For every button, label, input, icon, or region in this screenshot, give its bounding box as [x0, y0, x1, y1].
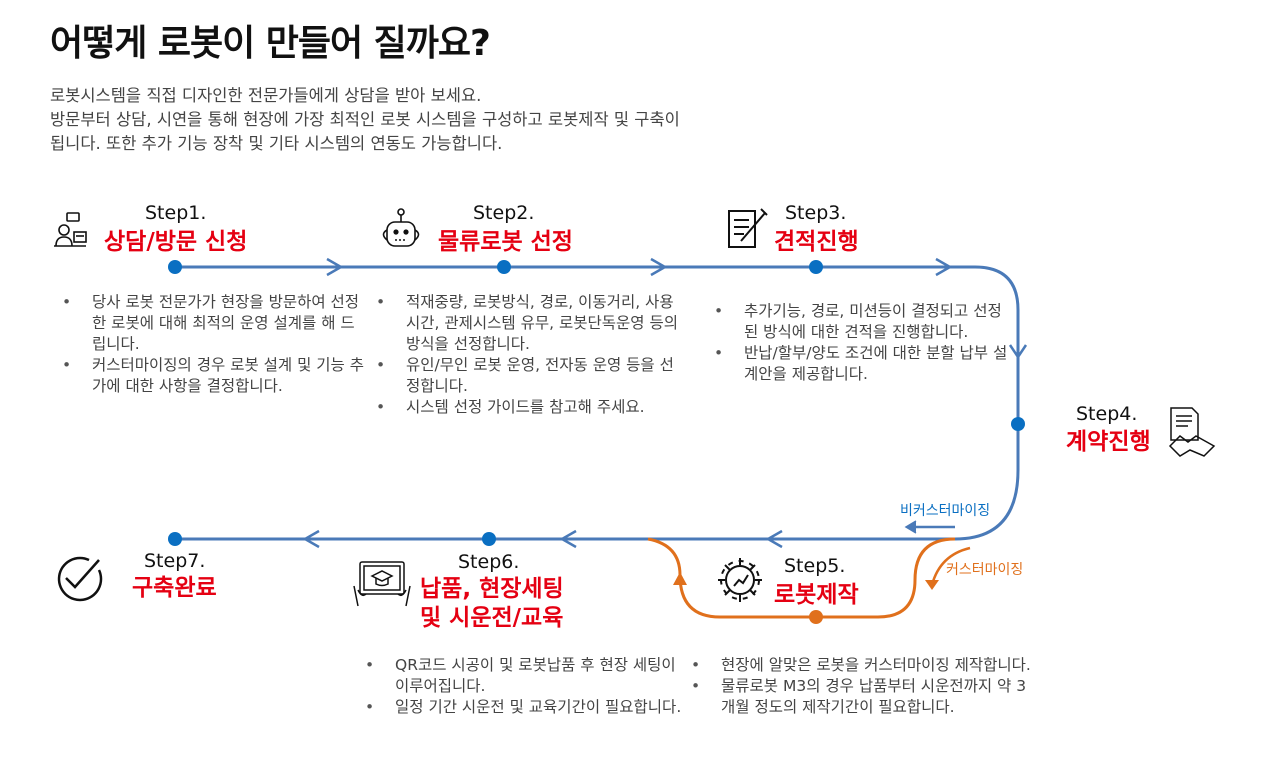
step5-name: 로봇제작: [774, 582, 859, 608]
list-item: 물류로봇 M3의 경우 납품부터 시운전까지 약 3개월 정도의 제작기간이 필…: [691, 676, 1039, 718]
step1-description: 당사 로봇 전문가가 현장을 방문하여 선정한 로봇에 대해 최적의 운영 설계…: [60, 292, 364, 397]
intro-text: 로봇시스템을 직접 디자인한 전문가들에게 상담을 받아 보세요. 방문부터 상…: [50, 84, 810, 156]
quote-document-icon: [728, 208, 768, 248]
step-node: [497, 260, 511, 274]
step6-label: Step6.: [458, 551, 520, 573]
flow-line-top: [175, 265, 1020, 541]
step2-name: 물류로봇 선정: [438, 229, 573, 255]
consultation-icon: [54, 212, 87, 247]
step1-name: 상담/방문 신청: [104, 229, 248, 255]
list-item: 반납/할부/양도 조건에 대한 분할 납부 설계안을 제공합니다.: [714, 343, 1008, 385]
step4-name: 계약진행: [1066, 429, 1151, 455]
arrow-icon: [559, 529, 577, 549]
step7-label: Step7.: [144, 550, 206, 572]
training-screen-icon: [353, 561, 411, 607]
intro-line: 방문부터 상담, 시연을 통해 현장에 가장 최적인 로봇 시스템을 구성하고 …: [50, 110, 680, 129]
check-icon: [57, 556, 103, 602]
list-item: 커스터마이징의 경우 로봇 설계 및 기능 추가에 대한 사항을 결정합니다.: [62, 355, 364, 397]
list-item: 일정 기간 시운전 및 교육기간이 필요합니다.: [365, 697, 685, 718]
arrow-icon: [765, 529, 783, 549]
step-node: [482, 532, 496, 546]
list-item: 현장에 알맞은 로봇을 커스터마이징 제작합니다.: [691, 655, 1039, 676]
list-item: 적재중량, 로봇방식, 경로, 이동거리, 사용시간, 관제시스템 유무, 로봇…: [376, 292, 678, 355]
step-node: [809, 260, 823, 274]
arrow-icon: [935, 257, 953, 277]
list-item: 추가기능, 경로, 미션등이 결정되고 선정된 방식에 대한 견적을 진행합니다…: [714, 301, 1008, 343]
gear-icon: [718, 558, 762, 602]
step3-label: Step3.: [785, 202, 847, 224]
custom-label: 커스터마이징: [946, 562, 1024, 578]
step-node: [1011, 417, 1025, 431]
step3-name: 견적진행: [774, 229, 859, 255]
custom-loop-path: [647, 537, 956, 619]
page-title: 어떻게 로봇이 만들어 질까요?: [50, 23, 491, 64]
step-node: [809, 610, 823, 624]
list-item: QR코드 시공이 및 로봇납품 후 현장 세팅이 이루어집니다.: [365, 655, 685, 697]
step2-description: 적재중량, 로봇방식, 경로, 이동거리, 사용시간, 관제시스템 유무, 로봇…: [374, 292, 678, 418]
intro-line: 됩니다. 또한 추가 기능 장착 및 기타 시스템의 연동도 가능합니다.: [50, 134, 503, 153]
step2-label: Step2.: [473, 202, 535, 224]
step5-description: 현장에 알맞은 로봇을 커스터마이징 제작합니다. 물류로봇 M3의 경우 납품…: [689, 655, 1039, 718]
contract-handshake-icon: [1168, 407, 1216, 457]
list-item: 유인/무인 로봇 운영, 전자동 운영 등을 선정합니다.: [376, 355, 678, 397]
step3-description: 추가기능, 경로, 미션등이 결정되고 선정된 방식에 대한 견적을 진행합니다…: [712, 301, 1008, 385]
step1-label: Step1.: [145, 202, 207, 224]
arrow-icon: [650, 257, 668, 277]
arrow-icon: [302, 529, 320, 549]
arrow-icon: [326, 257, 344, 277]
step6-name: 납품, 현장세팅: [420, 576, 564, 602]
step6-name-line2: 및 시운전/교육: [420, 605, 564, 631]
arrow-icon: [673, 572, 687, 585]
step7-name: 구축완료: [132, 575, 217, 601]
robot-icon: [382, 208, 420, 247]
step4-label: Step4.: [1076, 403, 1138, 425]
step-node: [168, 532, 182, 546]
step6-description: QR코드 시공이 및 로봇납품 후 현장 세팅이 이루어집니다. 일정 기간 시…: [363, 655, 685, 718]
arrow-icon: [925, 580, 939, 590]
step5-label: Step5.: [784, 555, 846, 577]
list-item: 시스템 선정 가이드를 참고해 주세요.: [376, 397, 678, 418]
list-item: 당사 로봇 전문가가 현장을 방문하여 선정한 로봇에 대해 최적의 운영 설계…: [62, 292, 364, 355]
non-custom-label: 비커스터마이징: [900, 503, 991, 519]
step-node: [168, 260, 182, 274]
arrow-icon: [904, 520, 917, 534]
intro-line: 로봇시스템을 직접 디자인한 전문가들에게 상담을 받아 보세요.: [50, 86, 482, 105]
